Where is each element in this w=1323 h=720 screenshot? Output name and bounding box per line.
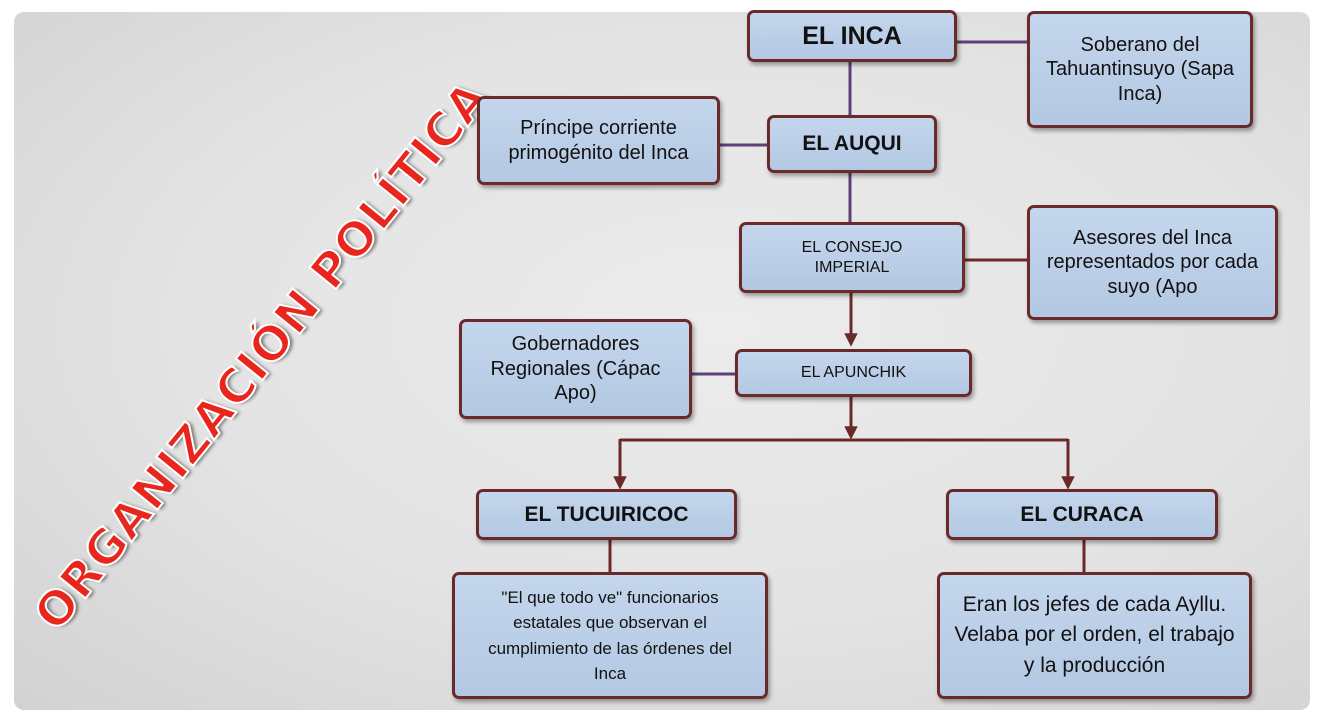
node-inca-desc-text: Soberano del Tahuantinsuyo (Sapa Inca): [1046, 33, 1234, 105]
node-tucuiricoc-desc: "El que todo ve" funcionarios estatales …: [452, 572, 768, 699]
node-inca-desc: Soberano del Tahuantinsuyo (Sapa Inca): [1027, 11, 1253, 128]
node-el-inca-label: EL INCA: [802, 21, 902, 50]
node-auqui-desc: Príncipe corriente primogénito del Inca: [477, 96, 720, 185]
node-el-consejo-label: EL CONSEJO IMPERIAL: [801, 238, 903, 276]
node-el-inca: EL INCA: [747, 10, 957, 62]
node-el-apunchik: EL APUNCHIK: [735, 349, 972, 397]
node-tucuiricoc-desc-text: "El que todo ve" funcionarios estatales …: [488, 587, 732, 684]
node-el-tucuiricoc-label: EL TUCUIRICOC: [524, 502, 689, 526]
node-el-tucuiricoc: EL TUCUIRICOC: [476, 489, 737, 540]
node-el-curaca-label: EL CURACA: [1020, 502, 1144, 526]
node-el-auqui: EL AUQUI: [767, 115, 937, 173]
node-apunchik-desc: Gobernadores Regionales (Cápac Apo): [459, 319, 692, 419]
node-el-consejo: EL CONSEJO IMPERIAL: [739, 222, 965, 293]
node-consejo-desc-text: Asesores del Inca representados por cada…: [1046, 226, 1259, 298]
node-apunchik-desc-text: Gobernadores Regionales (Cápac Apo): [490, 333, 661, 405]
node-curaca-desc-text: Eran los jefes de cada Ayllu. Velaba por…: [954, 592, 1235, 677]
node-consejo-desc: Asesores del Inca representados por cada…: [1027, 205, 1278, 320]
node-auqui-desc-text: Príncipe corriente primogénito del Inca: [508, 117, 689, 164]
node-el-curaca: EL CURACA: [946, 489, 1218, 540]
node-el-auqui-label: EL AUQUI: [802, 132, 902, 156]
node-curaca-desc: Eran los jefes de cada Ayllu. Velaba por…: [937, 572, 1252, 699]
node-el-apunchik-label: EL APUNCHIK: [800, 364, 907, 382]
